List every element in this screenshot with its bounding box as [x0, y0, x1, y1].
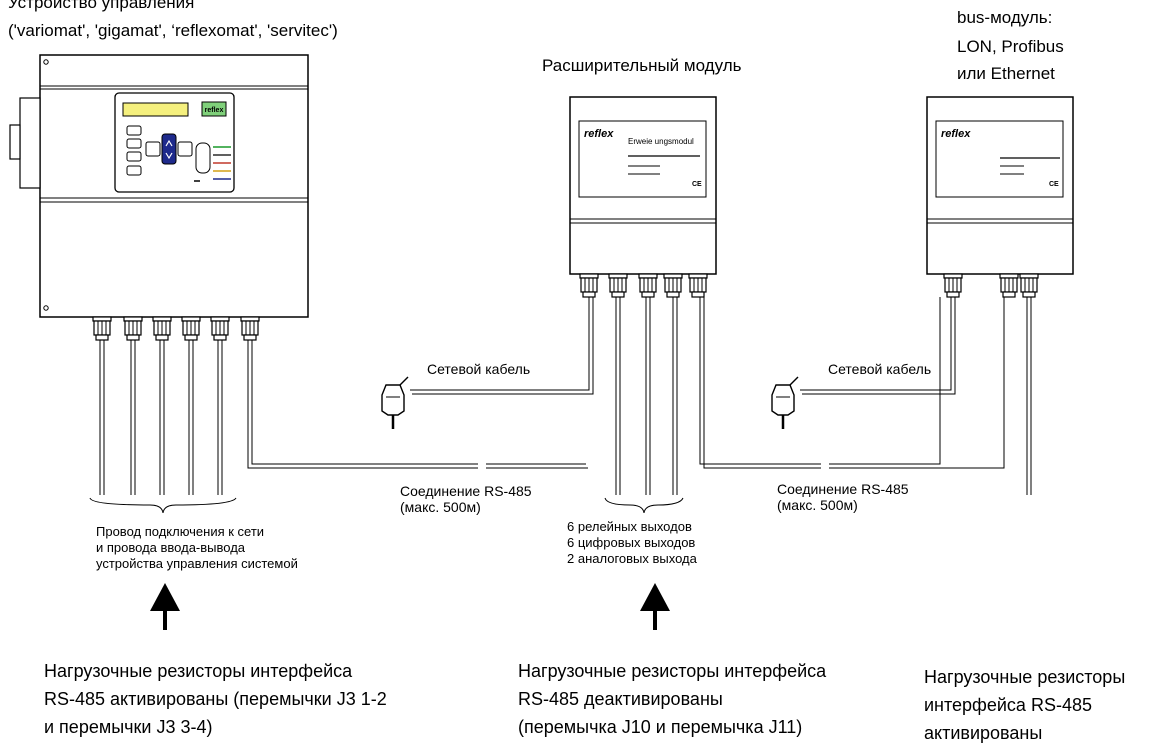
bus-ce-mark: CE	[1049, 181, 1059, 188]
wiring-note-line-3: устройства управления системой	[96, 556, 298, 571]
controller-cables	[89, 340, 588, 514]
resistors-left-line-3: и перемычки J3 3-4)	[44, 717, 213, 737]
expansion-brand: reflex	[584, 128, 614, 140]
expansion-ce-mark: CE	[692, 181, 702, 188]
expansion-title: Расширительный модуль	[542, 56, 742, 75]
rs485-label-2-line-1: Соединение RS-485	[777, 481, 909, 497]
network-cable-label-1: Сетевой кабель	[427, 361, 531, 377]
expansion-cables	[410, 297, 1005, 514]
resistors-left-line-2: RS-485 активированы (перемычки J3 1-2	[44, 689, 387, 709]
bus-title-line-2: LON, Profibus	[957, 37, 1064, 56]
resistors-right-line-1: Нагрузочные резисторы	[924, 667, 1126, 687]
rs485-label-2-line-2: (макс. 500м)	[777, 497, 858, 513]
arrows	[150, 583, 670, 630]
resistors-left-line-1: Нагрузочные резисторы интерфейса	[44, 661, 353, 681]
bus-title-line-1: bus-модуль:	[957, 8, 1053, 27]
rs485-label-1-line-1: Соединение RS-485	[400, 483, 532, 499]
controller-subtitle: ('variomat', 'gigamat', ‘reflexomat', 's…	[8, 21, 338, 40]
wiring-note-line-1: Провод подключения к сети	[96, 524, 265, 539]
network-cable-label-2: Сетевой кабель	[828, 361, 932, 377]
wiring-note-line-2: и провода ввода-вывода	[96, 540, 246, 555]
expansion-module	[569, 96, 717, 298]
resistors-middle-line-3: (перемычка J10 и перемычка J11)	[518, 717, 803, 737]
resistors-right-line-2: интерфейса RS-485	[924, 695, 1092, 715]
outputs-note-line-2: 6 цифровых выходов	[567, 535, 696, 550]
bus-brand: reflex	[941, 128, 971, 140]
svg-text:reflex: reflex	[205, 107, 224, 114]
resistors-middle-line-2: RS-485 деактивированы	[518, 689, 723, 709]
rs485-label-1-line-2: (макс. 500м)	[400, 499, 481, 515]
controller-unit: reflex	[9, 54, 309, 341]
resistors-middle-line-1: Нагрузочные резисторы интерфейса	[518, 661, 827, 681]
outputs-note-line-3: 2 аналоговых выхода	[567, 551, 697, 566]
bus-title-line-3: или Ethernet	[957, 64, 1055, 83]
outputs-note-line-1: 6 релейных выходов	[567, 519, 692, 534]
controller-title: Устройство управления	[8, 0, 195, 12]
expansion-plate-text: Erweie ungsmodul	[628, 137, 694, 146]
bus-module	[926, 96, 1074, 298]
resistors-right-line-3: активированы	[924, 723, 1043, 743]
